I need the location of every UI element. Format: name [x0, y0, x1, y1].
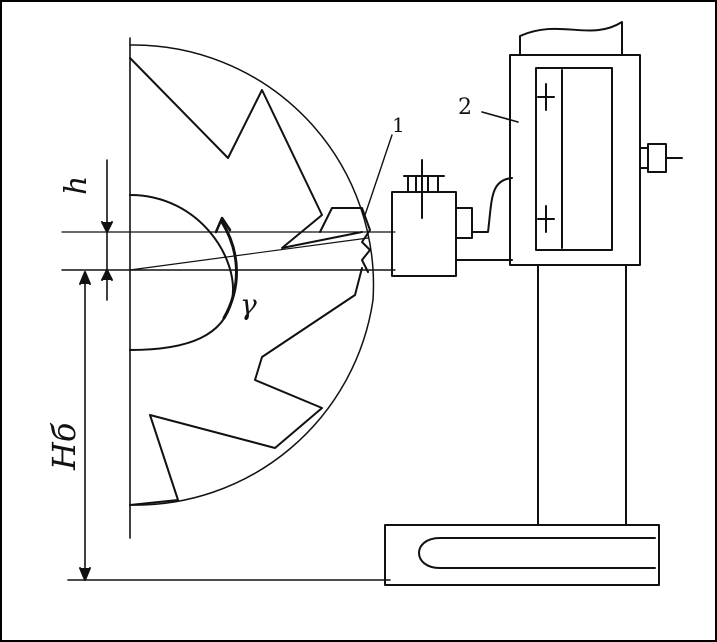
angle-gamma-label: γ	[240, 288, 257, 321]
gauge-adjust-knob	[639, 143, 683, 173]
rake-line	[129, 237, 369, 271]
h-arrow-bottom	[101, 269, 113, 281]
cutter-outer-circle	[129, 44, 375, 506]
callout-2-label: 2	[458, 95, 472, 120]
Hb-dim-label: Hб	[45, 422, 83, 471]
gauge-base	[384, 524, 660, 586]
h-arrow-top	[101, 221, 113, 233]
cutter-teeth	[129, 57, 363, 506]
gauge-base-slot	[418, 537, 656, 569]
callout-1-label: 1	[392, 113, 405, 137]
indicator-clamp	[455, 207, 473, 239]
angle-arrow-head	[214, 216, 232, 234]
gauge-head	[509, 54, 641, 266]
h-dim-label: h	[59, 176, 94, 195]
Hb-arrow-bottom	[79, 567, 91, 581]
gauge-scale-window	[535, 67, 613, 251]
cutter-hub	[129, 194, 234, 351]
angle-arc	[220, 220, 238, 320]
leader-2	[481, 111, 519, 123]
probe-tip	[319, 207, 371, 273]
Hb-arrow-top	[79, 271, 91, 285]
indicator-body	[391, 191, 457, 277]
indicator-screws	[403, 175, 445, 193]
leader-1	[364, 134, 393, 216]
gauge-top-break	[519, 21, 623, 56]
arm-to-stand	[455, 177, 513, 261]
